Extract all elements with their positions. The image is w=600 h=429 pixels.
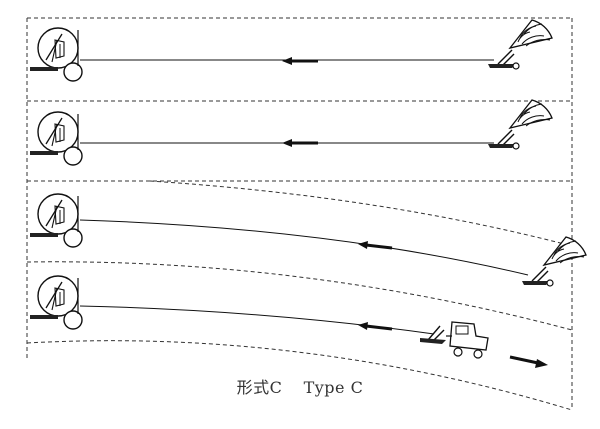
pull-direction-arrow-icon (282, 57, 318, 65)
cable-line (79, 219, 529, 276)
cable-reel-icon (29, 275, 83, 330)
tractor-vehicle-icon (446, 321, 489, 359)
pull-direction-arrow-icon (358, 322, 393, 331)
pull-direction-arrow-icon (282, 139, 318, 147)
panel-3 (26, 180, 587, 331)
panel-4 (26, 275, 573, 411)
cable-guide-icon (420, 325, 446, 344)
cable-line (79, 305, 435, 335)
vehicle-direction-arrow-icon (509, 355, 548, 368)
panel-1 (26, 17, 573, 410)
cable-reel-icon (29, 27, 83, 82)
pull-direction-arrow-icon (358, 241, 393, 250)
fan-spreader-icon (487, 99, 553, 150)
cable-reel-icon (29, 193, 83, 248)
figure-caption: 形式C Type C (0, 374, 600, 398)
panel-2 (27, 99, 572, 182)
fan-spreader-icon (487, 19, 553, 70)
caption-zh: 形式C (236, 378, 283, 397)
cable-reel-icon (29, 111, 83, 166)
caption-en: Type C (303, 378, 364, 397)
fan-spreader-icon (521, 236, 587, 287)
